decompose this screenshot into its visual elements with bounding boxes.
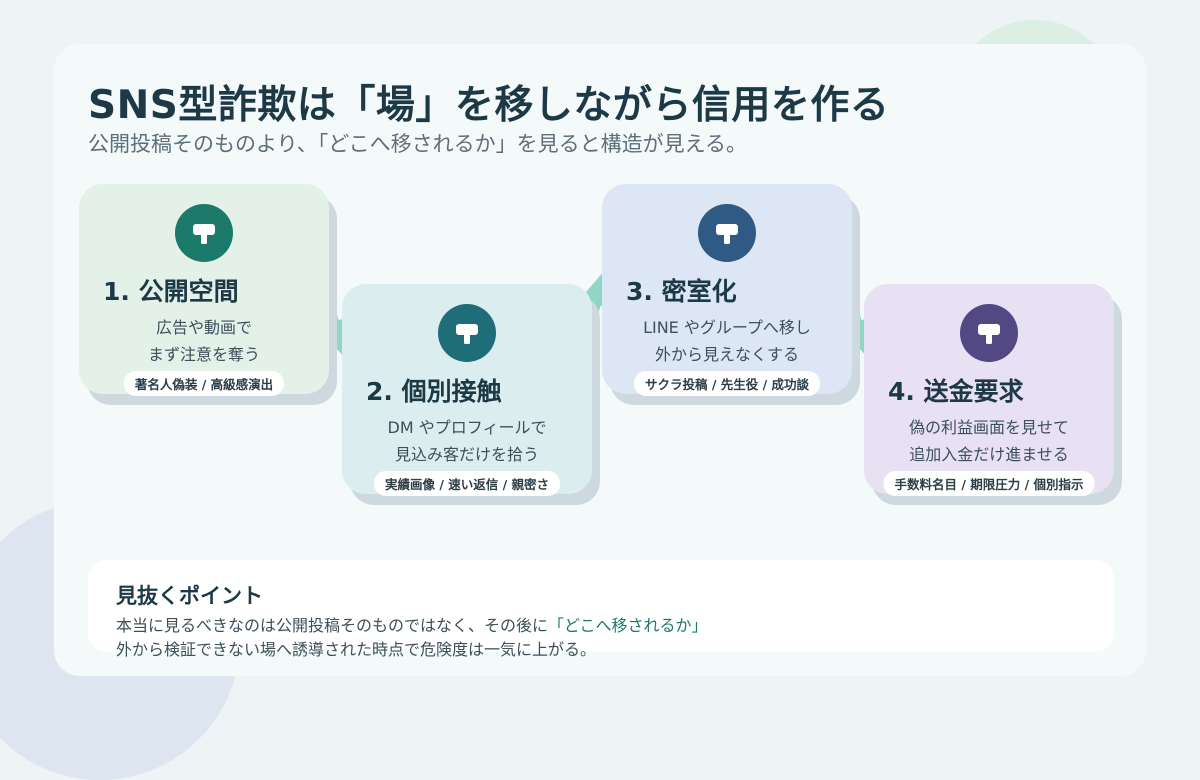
- step-card-payment-request: 4. 送金要求 偽の利益画面を見せて 追加入金だけ進ませる 手数料名目 / 期限…: [864, 284, 1114, 496]
- step-description-line: 偽の利益画面を見せて: [908, 418, 1069, 437]
- page-subtitle: 公開投稿そのものより、「どこへ移されるか」を見ると構造が見える。: [88, 132, 747, 156]
- step-title: 3. 密室化: [626, 277, 737, 306]
- step-description-line: 追加入金だけ進ませる: [909, 445, 1069, 464]
- step-title: 2. 個別接触: [366, 377, 502, 406]
- step-description-line: DM やプロフィールで: [387, 418, 547, 437]
- key-point-highlight: 「どこへ移されるか」: [548, 616, 708, 635]
- signpost-icon: [960, 304, 1018, 362]
- step-tag: 実績画像 / 速い返信 / 親密さ: [373, 471, 561, 496]
- step-description: 広告や動画で まず注意を奪う: [79, 314, 329, 368]
- step-tag: 手数料名目 / 期限圧力 / 個別指示: [883, 471, 1095, 496]
- key-point-box: 見抜くポイント 本当に見るべきなのは公開投稿そのものではなく、その後に「どこへ移…: [88, 560, 1114, 659]
- key-point-title: 見抜くポイント: [116, 584, 263, 608]
- step-card-public-space: 1. 公開空間 広告や動画で まず注意を奪う 著名人偽装 / 高級感演出: [79, 184, 329, 396]
- step-description-line: まず注意を奪う: [147, 345, 260, 364]
- step-description: 偽の利益画面を見せて 追加入金だけ進ませる: [864, 414, 1114, 468]
- key-point-text: 本当に見るべきなのは公開投稿そのものではなく、その後に: [116, 616, 549, 635]
- signpost-icon: [175, 204, 233, 262]
- step-description-line: 見込み客だけを拾う: [394, 445, 539, 464]
- main-panel: SNS型詐欺は「場」を移しながら信用を作る 公開投稿そのものより、「どこへ移され…: [54, 44, 1146, 676]
- step-title: 4. 送金要求: [888, 377, 1024, 406]
- step-description: LINE やグループへ移し 外から見えなくする: [602, 314, 852, 368]
- key-point-line-2: 外から検証できない場へ誘導された時点で危険度は一気に上がる。: [116, 640, 597, 659]
- key-point-line-1: 本当に見るべきなのは公開投稿そのものではなく、その後に「どこへ移されるか」: [116, 612, 708, 636]
- signpost-icon: [438, 304, 496, 362]
- step-description-line: 外から見えなくする: [654, 345, 799, 364]
- step-description: DM やプロフィールで 見込み客だけを拾う: [342, 414, 592, 468]
- step-description-line: LINE やグループへ移し: [643, 318, 811, 337]
- signpost-icon: [698, 204, 756, 262]
- step-title: 1. 公開空間: [103, 277, 239, 306]
- step-card-individual-contact: 2. 個別接触 DM やプロフィールで 見込み客だけを拾う 実績画像 / 速い返…: [342, 284, 592, 496]
- step-tag: サクラ投稿 / 先生役 / 成功談: [633, 371, 821, 396]
- step-description-line: 広告や動画で: [155, 318, 252, 337]
- step-card-closed-room: 3. 密室化 LINE やグループへ移し 外から見えなくする サクラ投稿 / 先…: [602, 184, 852, 396]
- step-tag: 著名人偽装 / 高級感演出: [123, 371, 285, 396]
- page-title: SNS型詐欺は「場」を移しながら信用を作る: [88, 83, 890, 128]
